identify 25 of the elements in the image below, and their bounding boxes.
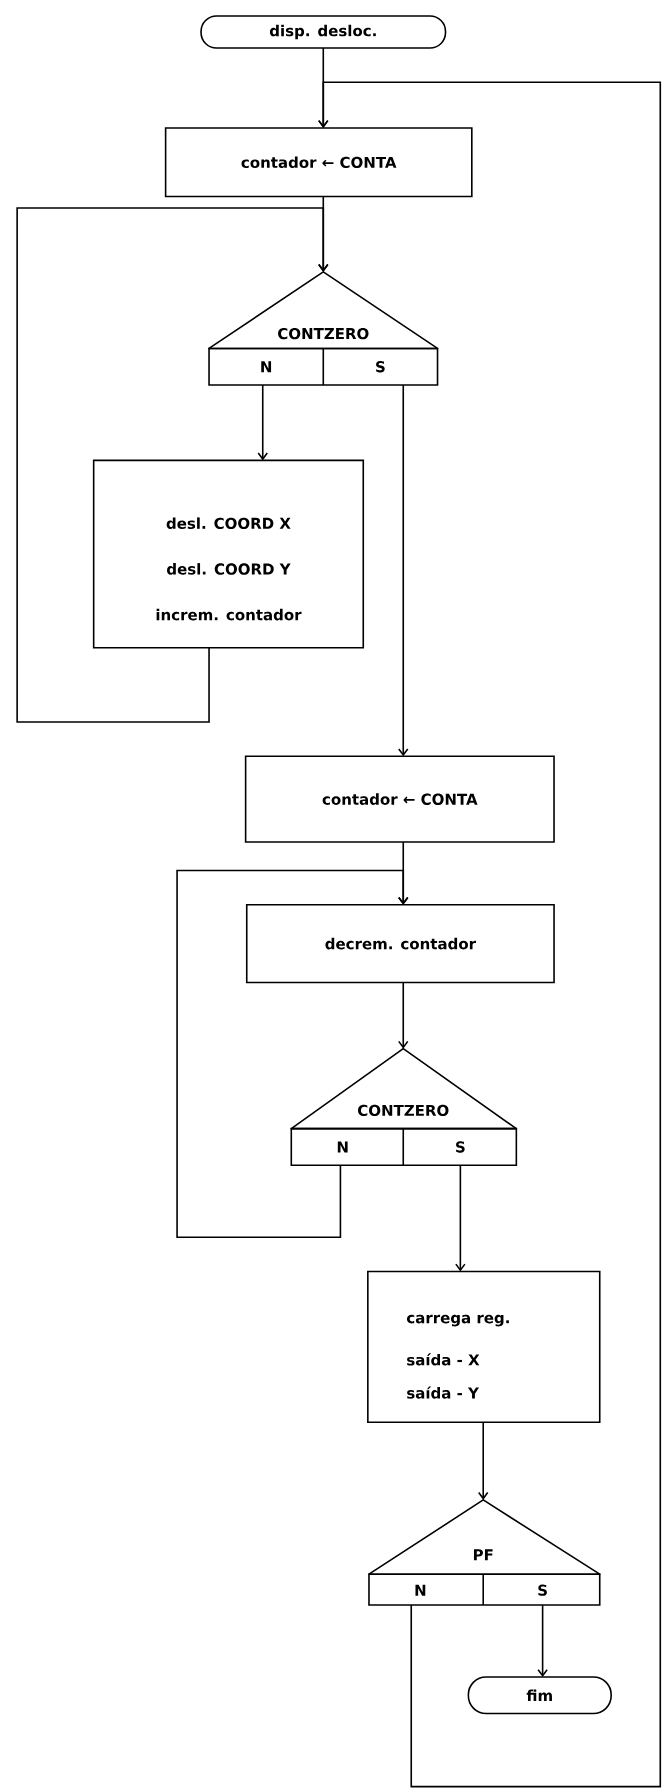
process-box: desl. COORD X desl. COORD Y increm. contador — [92, 459, 365, 649]
arrow — [397, 384, 409, 757]
arrow — [318, 81, 662, 1788]
terminal-box: disp. desloc. — [200, 15, 447, 49]
node-label: N — [337, 1141, 348, 1153]
process-box: contador ← CONTA — [244, 755, 555, 843]
arrow — [477, 1421, 489, 1500]
process-box: carrega reg. saída - X saída - Y — [367, 1270, 601, 1424]
node-label: S — [456, 1141, 465, 1153]
arrow — [397, 981, 409, 1049]
arrow — [455, 1164, 466, 1272]
node-label: N — [415, 1584, 426, 1596]
decision-block: PF N S — [368, 1499, 601, 1606]
process-box: contador ← CONTA — [164, 127, 473, 198]
decision-block: CONTZERO N S — [290, 1047, 518, 1166]
decision-block: CONTZERO N S — [208, 271, 439, 386]
process-box: decrem. contador — [245, 903, 555, 984]
terminal-box: fim — [467, 1676, 612, 1715]
arrow — [537, 1604, 548, 1677]
arrow — [257, 384, 269, 461]
node-label: S — [376, 361, 385, 373]
node-label: N — [261, 361, 272, 373]
node-label: S — [538, 1584, 547, 1596]
arrow — [16, 207, 329, 723]
arrow — [176, 869, 409, 1238]
